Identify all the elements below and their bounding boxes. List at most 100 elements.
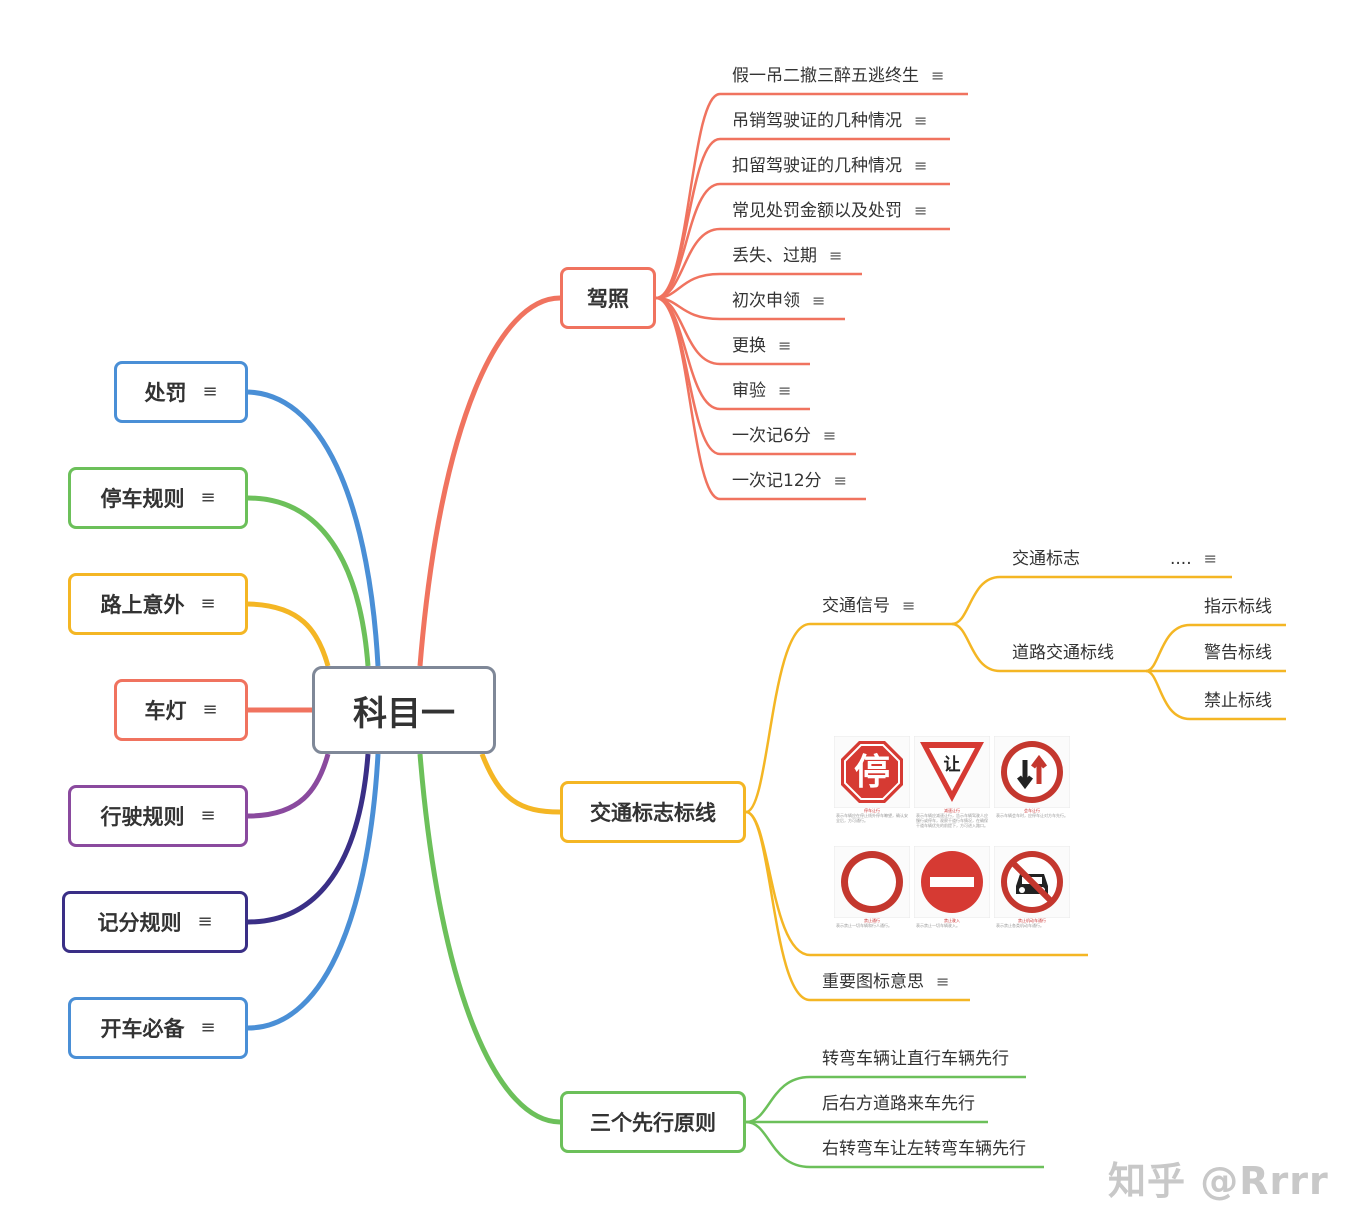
no-passage-icon — [833, 845, 911, 919]
no-passage-sign: 禁止通行表示禁止一切车辆和行人通行。 — [833, 845, 911, 942]
subtopic-label: 假一吊二撤三醉五逃终生 — [732, 66, 919, 86]
note-icon[interactable]: ≡ — [931, 66, 945, 85]
svg-text:停: 停 — [854, 752, 890, 793]
topic-xingshi[interactable]: 行驶规则 ≡ — [68, 785, 248, 847]
subtopic-license-4[interactable]: 丢失、过期 ≡ — [732, 246, 842, 266]
note-icon[interactable]: ≡ — [829, 246, 843, 265]
sign-caption: 停车让行表示车辆应在停止线外停车瞭望，确认安全后，方可通行。 — [836, 808, 908, 823]
note-icon[interactable]: ≡ — [936, 972, 950, 991]
branch-xingshi — [247, 753, 331, 819]
subtopic-marking-0[interactable]: 指示标线 — [1204, 597, 1272, 617]
topic-label: 停车规则 — [100, 487, 185, 511]
note-icon[interactable]: ≡ — [202, 699, 218, 720]
subtopic-road-marking[interactable]: 道路交通标线 — [1012, 643, 1114, 663]
topic-label: 处罚 — [144, 381, 187, 405]
note-icon[interactable]: ≡ — [200, 805, 216, 826]
topic-jiaotong[interactable]: 交通标志标线 — [560, 781, 746, 843]
note-icon[interactable]: ≡ — [778, 336, 792, 355]
note-icon[interactable]: ≡ — [197, 911, 213, 932]
branch-jiazhao — [417, 295, 561, 667]
note-icon[interactable]: ≡ — [1203, 549, 1218, 568]
topic-kaiche[interactable]: 开车必备 ≡ — [68, 997, 248, 1059]
note-icon[interactable]: ≡ — [202, 381, 218, 402]
subtopic-label: 交通信号 — [822, 596, 890, 616]
topic-label: 开车必备 — [100, 1017, 185, 1041]
subtopic-label: 一次记6分 — [732, 426, 811, 446]
root-topic[interactable]: 科目一 — [312, 666, 496, 754]
subtopic-license-8[interactable]: 一次记6分 ≡ — [732, 426, 836, 446]
subtopic-license-9[interactable]: 一次记12分≡ — [732, 471, 847, 491]
subtopic-label: 丢失、过期 — [732, 246, 817, 266]
topic-chedeng[interactable]: 车灯 ≡ — [114, 679, 248, 741]
topic-label: 车灯 — [144, 699, 187, 723]
subtopic-label: 右转弯车让左转弯车辆先行 — [822, 1139, 1026, 1159]
traffic-sign-image[interactable]: 停 停车让行表示车辆应在停止线外停车瞭望，确认安全后，方可通行。 让 减速让行表… — [830, 732, 1076, 942]
subtopic-license-2[interactable]: 扣留驾驶证的几种情况 ≡ — [732, 156, 927, 176]
subtopic-label: 转弯车辆让直行车辆先行 — [822, 1049, 1009, 1069]
subtopic-label: 扣留驾驶证的几种情况 — [732, 156, 902, 176]
subtopic-label: 交通标志 — [1012, 549, 1080, 569]
subtopic-label: 指示标线 — [1204, 597, 1272, 617]
subtopic-license-6[interactable]: 更换≡ — [732, 336, 791, 356]
branch-jifen — [247, 753, 371, 925]
topic-label: 交通标志标线 — [590, 801, 716, 825]
note-icon[interactable]: ≡ — [778, 381, 792, 400]
stop-sign: 停 停车让行表示车辆应在停止线外停车瞭望，确认安全后，方可通行。 — [833, 735, 911, 832]
topic-tingche[interactable]: 停车规则 ≡ — [68, 467, 248, 529]
sign-caption: 禁止驶入表示禁止一切车辆驶入。 — [916, 918, 960, 928]
note-icon[interactable]: ≡ — [914, 201, 928, 220]
subtopic-priority-1[interactable]: 后右方道路来车先行 — [822, 1094, 975, 1114]
yield-sign-icon: 让 — [913, 735, 991, 809]
branch-tingche — [247, 495, 371, 667]
branch-sange — [417, 753, 561, 1125]
oncoming-yield-sign: 会车让行表示车辆会车时，应停车让对方车先行。 — [993, 735, 1071, 832]
priority-children-lines — [745, 1075, 1044, 1169]
topic-label: 行驶规则 — [100, 805, 185, 829]
oncoming-yield-icon — [993, 735, 1071, 809]
subtopic-license-1[interactable]: 吊销驾驶证的几种情况 ≡ — [732, 111, 927, 131]
license-children-lines — [655, 92, 968, 501]
subtopic-marking-1[interactable]: 警告标线 — [1204, 643, 1272, 663]
note-icon[interactable]: ≡ — [902, 596, 916, 615]
subtopic-signal[interactable]: 交通信号 ≡ — [822, 596, 915, 616]
note-icon[interactable]: ≡ — [822, 426, 837, 445]
collapsed-indicator[interactable]: ....≡ — [1170, 549, 1217, 569]
topic-chufa[interactable]: 处罚 ≡ — [114, 361, 248, 423]
note-icon[interactable]: ≡ — [812, 291, 826, 310]
subtopic-important-icons[interactable]: 重要图标意思 ≡ — [822, 972, 949, 992]
no-entry-sign: 禁止驶入表示禁止一切车辆驶入。 — [913, 845, 991, 942]
subtopic-traffic-sign[interactable]: 交通标志 — [1012, 549, 1080, 569]
watermark: 知乎 @Rrrr — [1108, 1159, 1329, 1203]
sign-caption: 减速让行表示车辆应减速让行，告示车辆驾驶人应慢行或停车，观察干道行车情况，在确保… — [916, 808, 988, 828]
subtopic-priority-0[interactable]: 转弯车辆让直行车辆先行 — [822, 1049, 1009, 1069]
note-icon[interactable]: ≡ — [200, 487, 216, 508]
sign-caption: 禁止机动车通行表示禁止各类机动车通行。 — [996, 918, 1046, 928]
subtopic-license-0[interactable]: 假一吊二撤三醉五逃终生 ≡ — [732, 66, 944, 86]
no-motor-vehicle-icon — [993, 845, 1071, 919]
subtopic-license-7[interactable]: 审验≡ — [732, 381, 791, 401]
topic-label: 三个先行原则 — [590, 1111, 716, 1135]
topic-jiazhao[interactable]: 驾照 — [560, 267, 656, 329]
subtopic-label: 吊销驾驶证的几种情况 — [732, 111, 902, 131]
note-icon[interactable]: ≡ — [833, 471, 848, 490]
topic-label: 路上意外 — [100, 593, 185, 617]
subtopic-license-5[interactable]: 初次申领≡ — [732, 291, 825, 311]
topic-lushang[interactable]: 路上意外 ≡ — [68, 573, 248, 635]
sign-caption: 会车让行表示车辆会车时，应停车让对方车先行。 — [996, 808, 1068, 818]
subtopic-label: 重要图标意思 — [822, 972, 924, 992]
note-icon[interactable]: ≡ — [914, 156, 928, 175]
topic-jifen[interactable]: 记分规则 ≡ — [62, 891, 248, 953]
note-icon[interactable]: ≡ — [914, 111, 928, 130]
topic-sange[interactable]: 三个先行原则 — [560, 1091, 746, 1153]
subtopic-license-3[interactable]: 常见处罚金额以及处罚≡ — [732, 201, 927, 221]
topic-label: 记分规则 — [97, 911, 182, 935]
branch-lushang — [247, 601, 331, 667]
subtopic-label: 后右方道路来车先行 — [822, 1094, 975, 1114]
note-icon[interactable]: ≡ — [200, 593, 216, 614]
note-icon[interactable]: ≡ — [200, 1017, 216, 1038]
subtopic-label: 禁止标线 — [1204, 691, 1272, 711]
subtopic-marking-2[interactable]: 禁止标线 — [1204, 691, 1272, 711]
subtopic-label: 警告标线 — [1204, 643, 1272, 663]
subtopic-priority-2[interactable]: 右转弯车让左转弯车辆先行 — [822, 1139, 1026, 1159]
